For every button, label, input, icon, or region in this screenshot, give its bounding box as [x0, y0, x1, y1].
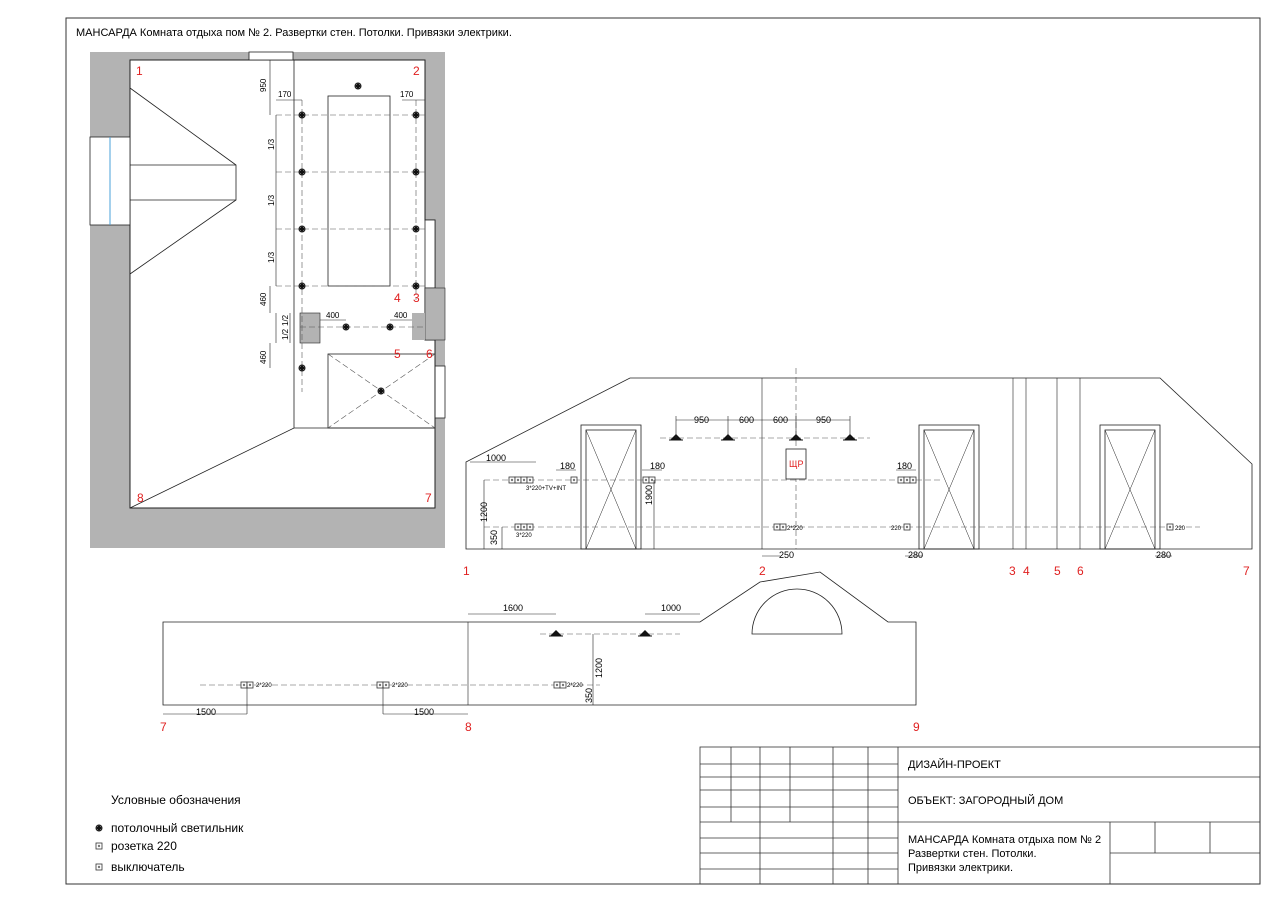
el2-outlet-2: 2*220: [392, 683, 408, 689]
title-block-project: ДИЗАЙН-ПРОЕКТ: [908, 758, 1001, 771]
el1-dim-350: 350: [489, 530, 499, 545]
plan-corner-7: 7: [425, 491, 432, 505]
title-block-object: ОБЪЕКТ: ЗАГОРОДНЫЙ ДОМ: [908, 794, 1063, 807]
el1-dim-600-left: 600: [739, 415, 754, 425]
sheet-frame: [65, 17, 1261, 885]
plan-corner-2: 2: [413, 64, 420, 78]
el2-outlet-1: 2*220: [256, 683, 272, 689]
el2-dim-1200: 1200: [594, 658, 604, 678]
wall-elevation-7-9: 1600 1000 1200 350 1500 1500 2*220 2*220…: [160, 571, 920, 734]
plan-dim-third-1: 1/3: [267, 138, 276, 150]
el2-axis-8: 8: [465, 720, 472, 734]
legend-item-socket: розетка 220: [111, 839, 177, 853]
el2-axis-7: 7: [160, 720, 167, 734]
el1-dim-280-a: 280: [908, 550, 923, 560]
el1-dim-1900: 1900: [644, 485, 654, 505]
plan-corner-8: 8: [137, 491, 144, 505]
sheet-title: МАНСАРДА Комната отдыха пом № 2. Разверт…: [76, 27, 512, 39]
el1-outlet-3x220: 3*220: [516, 533, 532, 539]
plan-dim-460-top: 460: [259, 292, 268, 306]
el1-outlet-220-b: 220: [1175, 526, 1186, 532]
plan-corner-6: 6: [426, 347, 433, 361]
plan-corner-4: 4: [394, 291, 401, 305]
plan-corner-3: 3: [413, 291, 420, 305]
plan-dim-170-right: 170: [400, 90, 414, 99]
title-block: [699, 746, 1261, 885]
el1-axis-7: 7: [1243, 564, 1250, 578]
el2-dim-350: 350: [584, 688, 594, 703]
el1-dim-1000: 1000: [486, 453, 506, 463]
el2-dim-1500-right: 1500: [414, 707, 434, 717]
legend: Условные обозначения потолочный светильн…: [95, 793, 244, 874]
legend-title: Условные обозначения: [111, 793, 241, 807]
el1-outlet-220-a: 220: [891, 526, 902, 532]
door-2: [918, 424, 980, 550]
el1-dim-950-right: 950: [816, 415, 831, 425]
el1-dim-250: 250: [779, 550, 794, 560]
el1-axis-4: 4: [1023, 564, 1030, 578]
electrical-panel: [785, 448, 807, 480]
plan-dim-400-left: 400: [326, 311, 340, 320]
el2-dim-1500-left: 1500: [196, 707, 216, 717]
title-block-desc-line3: Привязки электрики.: [908, 862, 1013, 874]
el1-dim-180-a: 180: [560, 461, 575, 471]
elevation1-outline: [465, 377, 1253, 550]
el2-dim-1000: 1000: [661, 603, 681, 613]
legend-item-switch: выключатель: [111, 860, 185, 874]
plan-dim-third-2: 1/3: [267, 194, 276, 206]
el1-axis-1: 1: [463, 564, 470, 578]
plan-dim-950: 950: [259, 78, 268, 92]
el1-dim-1200: 1200: [479, 502, 489, 522]
door-3: [1099, 424, 1161, 550]
plan-dim-170-left: 170: [278, 90, 292, 99]
legend-item-ceiling-light: потолочный светильник: [111, 821, 244, 835]
el1-dim-180-b: 180: [650, 461, 665, 471]
door-1: [580, 424, 642, 550]
arched-window: [751, 588, 843, 635]
el1-axis-6: 6: [1077, 564, 1084, 578]
plan-room-floor: [129, 59, 436, 509]
plan-corner-5: 5: [394, 347, 401, 361]
el2-dim-1600: 1600: [503, 603, 523, 613]
plan-dim-third-3: 1/3: [267, 251, 276, 263]
plan-dim-half-1: 1/2: [281, 314, 290, 326]
el1-axis-2: 2: [759, 564, 766, 578]
title-block-desc-line1: МАНСАРДА Комната отдыха пом № 2: [908, 834, 1101, 846]
el1-outlet-2x220: 2*220: [787, 526, 803, 532]
electrical-panel-label: ЩР: [789, 459, 803, 469]
wall-elevation-1-7: ЩР: [463, 368, 1253, 578]
el1-dim-600-right: 600: [773, 415, 788, 425]
plan-dim-half-2: 1/2: [281, 328, 290, 340]
title-block-desc-line2: Развертки стен. Потолки.: [908, 848, 1037, 860]
el2-axis-9: 9: [913, 720, 920, 734]
plan-dim-400-right: 400: [394, 311, 408, 320]
el1-outlet-tv-int: 3*220+TV+INT: [526, 486, 566, 492]
el1-dim-950-left: 950: [694, 415, 709, 425]
el1-dim-180-c: 180: [897, 461, 912, 471]
elevation2-outline: [162, 571, 917, 706]
el2-outlet-3: 2*220: [567, 683, 583, 689]
el1-axis-3: 3: [1009, 564, 1016, 578]
el1-axis-5: 5: [1054, 564, 1061, 578]
plan-corner-1: 1: [136, 64, 143, 78]
ceiling-plan: 1 2 4 3 5 6 8 7 950 170 170 1/3 1/3 1/3 …: [89, 51, 446, 548]
plan-dim-460-bottom: 460: [259, 350, 268, 364]
el1-dim-280-b: 280: [1156, 550, 1171, 560]
